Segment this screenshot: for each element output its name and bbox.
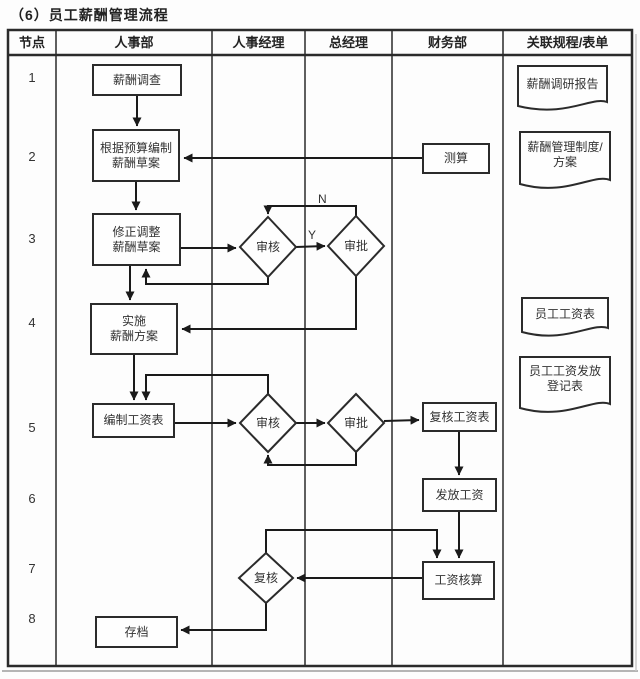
column-header-finance-dept: 财务部	[427, 35, 467, 50]
document-line: 员工工资发放	[528, 364, 601, 378]
document-line: 薪酬管理制度/	[527, 140, 603, 154]
document-label-payment-register: 员工工资发放 登记表	[520, 362, 610, 396]
column-header-related-forms: 关联规程/表单	[526, 35, 609, 50]
decision-diamonds	[237, 214, 386, 605]
process-label: 实施	[121, 314, 146, 328]
page-title: （6）员工薪酬管理流程	[10, 7, 169, 23]
diamond-label-approve2: 审批	[343, 415, 368, 430]
document-line: 员工工资表	[534, 306, 595, 321]
node-number-6: 6	[28, 491, 36, 506]
process-box-calculate: 测算	[422, 143, 490, 174]
node-number-2: 2	[28, 149, 36, 164]
edge-approve1-to-implement	[181, 276, 357, 334]
branch-label-yes: Y	[308, 228, 317, 242]
node-number-4: 4	[28, 315, 36, 330]
process-label: 编制工资表	[103, 413, 164, 427]
process-box-adjust-draft: 修正调整 薪酬草案	[92, 213, 181, 266]
process-box-pay-salary: 发放工资	[422, 478, 497, 512]
document-label-salary-table: 员工工资表	[522, 302, 608, 326]
node-number-7: 7	[28, 561, 36, 576]
process-label: 薪酬草案	[111, 155, 160, 170]
column-header-hr-manager: 人事经理	[232, 35, 285, 50]
process-box-draft-by-budget: 根据预算编制 薪酬草案	[92, 129, 180, 182]
branch-label-no: N	[318, 192, 327, 206]
node-number-5: 5	[28, 420, 36, 435]
column-header-general-manager: 总经理	[328, 35, 368, 50]
document-label-policy: 薪酬管理制度/ 方案	[520, 138, 610, 172]
column-header-node: 节点	[18, 35, 45, 50]
document-line: 薪酬调研报告	[526, 76, 599, 91]
process-box-verify-sheet: 复核工资表	[422, 402, 497, 432]
process-label: 测算	[443, 151, 468, 165]
process-box-payroll-sheet: 编制工资表	[92, 403, 175, 438]
process-label: 修正调整	[112, 224, 161, 239]
node-number-3: 3	[28, 231, 36, 246]
process-box-salary-survey: 薪酬调查	[92, 64, 182, 96]
process-label: 薪酬方案	[109, 329, 158, 343]
edge-review2-reject	[141, 374, 269, 401]
edge-approve1-no-loop	[263, 205, 357, 216]
edge-recheck-loop-to-accounting	[265, 529, 442, 559]
process-box-archive: 存档	[95, 616, 178, 648]
edge-recheck-to-archive	[180, 603, 267, 635]
node-number-1: 1	[28, 70, 36, 85]
process-label: 发放工资	[435, 487, 484, 502]
diamond-label-approve1: 审批	[343, 238, 368, 253]
process-label: 薪酬草案	[112, 239, 161, 254]
diamond-label-review2: 审核	[255, 415, 280, 430]
node-number-8: 8	[28, 611, 36, 626]
document-label-survey-report: 薪酬调研报告	[518, 70, 607, 98]
document-shapes	[517, 65, 611, 413]
diamond-label-recheck: 复核	[253, 570, 278, 585]
edge-approve2-no-loop	[263, 452, 357, 466]
process-label: 复核工资表	[429, 409, 490, 424]
process-box-implement-plan: 实施 薪酬方案	[90, 303, 178, 355]
diamond-label-review1: 审核	[255, 239, 280, 254]
edge-review1-to-approve1	[295, 241, 326, 251]
process-label: 工资核算	[434, 573, 483, 587]
process-box-salary-accounting: 工资核算	[422, 561, 495, 600]
process-label: 根据预算编制	[99, 140, 172, 155]
document-line: 登记表	[546, 379, 583, 393]
edge-review1-reject	[141, 268, 269, 285]
process-label: 薪酬调查	[112, 72, 161, 87]
process-label: 存档	[124, 624, 149, 639]
document-line: 方案	[552, 155, 577, 169]
edge-approve2-to-verify	[383, 415, 420, 425]
column-header-hr-dept: 人事部	[114, 35, 154, 50]
